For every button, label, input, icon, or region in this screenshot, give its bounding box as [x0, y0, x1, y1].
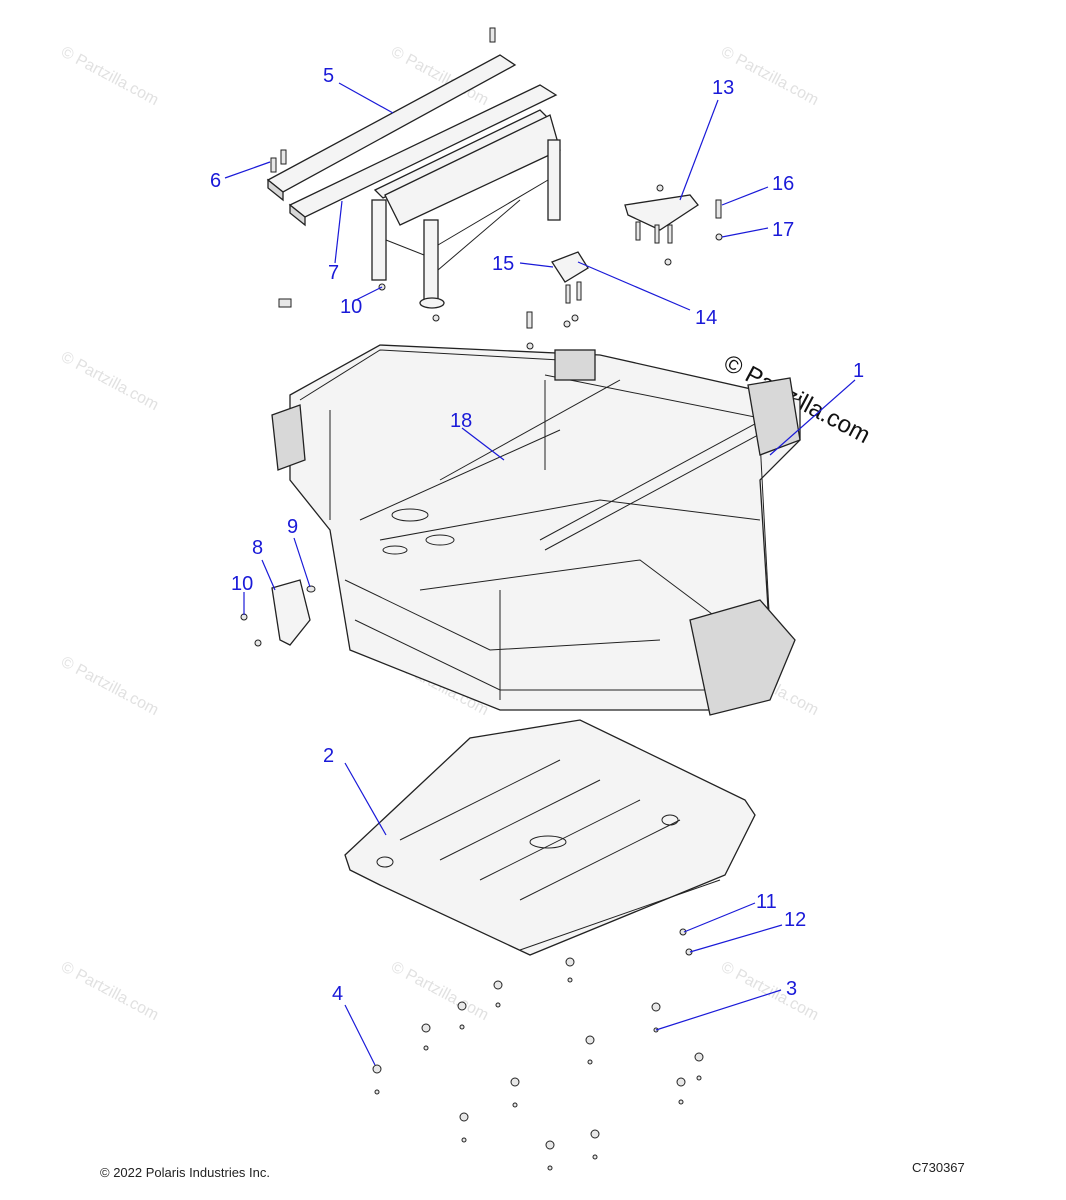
leader-17 — [721, 227, 769, 238]
fastener-field — [372, 957, 704, 1171]
watermark: © Partzilla.com — [58, 349, 161, 415]
leader-10a — [355, 286, 383, 301]
leader-1 — [769, 379, 856, 456]
callout-10a: 10 — [340, 296, 362, 318]
callout-8: 8 — [252, 537, 263, 559]
callout-12: 12 — [784, 909, 806, 931]
upper-rack-assembly — [266, 27, 561, 322]
leader-8 — [261, 559, 276, 591]
callout-1: 1 — [853, 360, 864, 382]
side-bracket — [240, 579, 316, 647]
callout-5: 5 — [323, 65, 334, 87]
watermark: © Partzilla.com — [718, 959, 821, 1025]
figure-code: C730367 — [912, 1160, 965, 1175]
watermark: © Partzilla.com — [58, 959, 161, 1025]
callout-17: 17 — [772, 219, 794, 241]
leader-7 — [334, 200, 343, 264]
leader-4 — [344, 1004, 376, 1066]
leader-lines — [224, 82, 856, 1066]
leader-13 — [679, 99, 719, 201]
leader-3 — [655, 989, 782, 1031]
leader-12 — [689, 924, 783, 953]
callout-14: 14 — [695, 307, 717, 329]
callout-13: 13 — [712, 77, 734, 99]
leader-9 — [293, 537, 311, 588]
copyright-text: © 2022 Polaris Industries Inc. — [100, 1165, 270, 1180]
callout-2: 2 — [323, 745, 334, 767]
bracket-assembly — [526, 184, 723, 350]
callout-3: 3 — [786, 978, 797, 1000]
watermark: © Partzilla.com — [388, 959, 491, 1025]
leader-5 — [338, 82, 394, 114]
watermark: © Partzilla.com — [58, 44, 161, 110]
leader-18 — [461, 427, 505, 461]
callout-18: 18 — [450, 410, 472, 432]
leader-14 — [577, 261, 691, 311]
main-frame — [271, 344, 801, 716]
callout-16: 16 — [772, 173, 794, 195]
callout-11: 11 — [756, 891, 777, 913]
leader-15 — [519, 262, 554, 268]
callout-6: 6 — [210, 170, 221, 192]
callout-15: 15 — [492, 253, 514, 275]
leader-11 — [683, 902, 756, 933]
leader-16 — [721, 186, 769, 206]
skid-plate — [344, 719, 756, 956]
leader-6 — [224, 161, 271, 179]
callout-labels: 1 2 3 4 5 6 7 8 9 10 10 11 12 13 14 15 1… — [210, 65, 864, 1005]
callout-10b: 10 — [231, 573, 253, 595]
callout-4: 4 — [332, 983, 343, 1005]
watermark: © Partzilla.com — [58, 654, 161, 720]
leader-2 — [344, 762, 387, 836]
callout-7: 7 — [328, 262, 339, 284]
callout-9: 9 — [287, 516, 298, 538]
